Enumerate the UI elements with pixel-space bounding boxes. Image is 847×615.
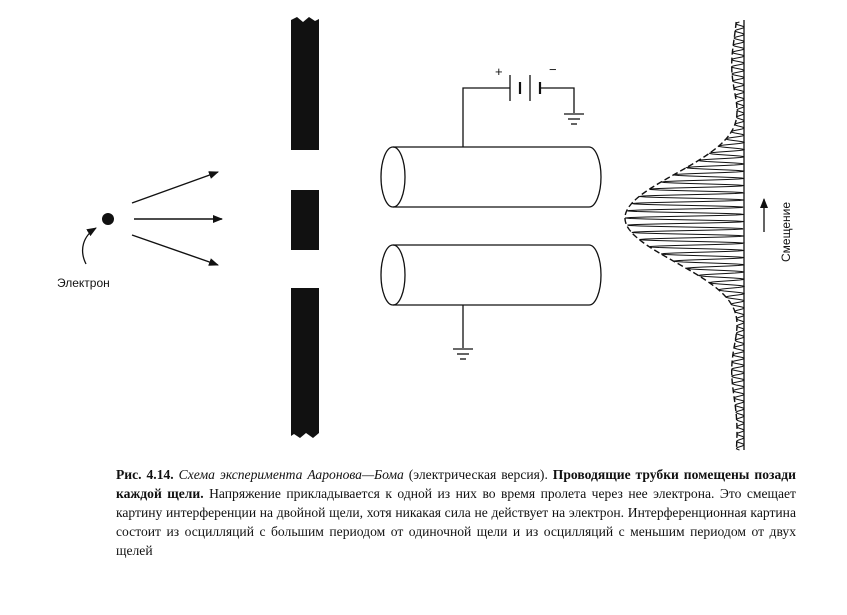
conducting-tube-upper bbox=[380, 146, 602, 208]
electron-dot bbox=[102, 213, 114, 225]
plus-terminal-label: + bbox=[495, 64, 503, 79]
electron-label: Электрон bbox=[57, 276, 110, 290]
conducting-tube-lower bbox=[380, 244, 602, 306]
double-slit-barrier bbox=[291, 17, 319, 438]
interference-pattern bbox=[624, 21, 746, 451]
trajectory-arrow-upper bbox=[131, 171, 219, 204]
trajectory-arrow-lower bbox=[131, 234, 219, 266]
electron-pointer-arrow bbox=[82, 227, 97, 265]
caption-subtitle: (электрическая версия). bbox=[408, 467, 548, 482]
aharonov-bohm-diagram: Электрон + − bbox=[57, 17, 793, 451]
figure-caption: Рис. 4.14. Схема эксперимента Ааронова—Б… bbox=[116, 465, 796, 560]
minus-terminal-label: − bbox=[549, 62, 557, 77]
caption-lead: Проводящие трубки помещены позади каждой… bbox=[116, 467, 796, 501]
caption-body: Напряжение прикладывается к одной из них… bbox=[116, 486, 797, 558]
ground-symbol-lower bbox=[453, 348, 473, 360]
caption-label: Рис. 4.14. bbox=[116, 467, 174, 482]
battery-circuit bbox=[462, 75, 575, 147]
displacement-label: Смещение bbox=[779, 202, 793, 262]
ground-symbol-battery bbox=[564, 113, 584, 125]
caption-title: Схема эксперимента Ааронова—Бома bbox=[178, 467, 404, 482]
fringe-oscillation-curve bbox=[624, 21, 746, 451]
single-slit-envelope bbox=[624, 21, 738, 450]
